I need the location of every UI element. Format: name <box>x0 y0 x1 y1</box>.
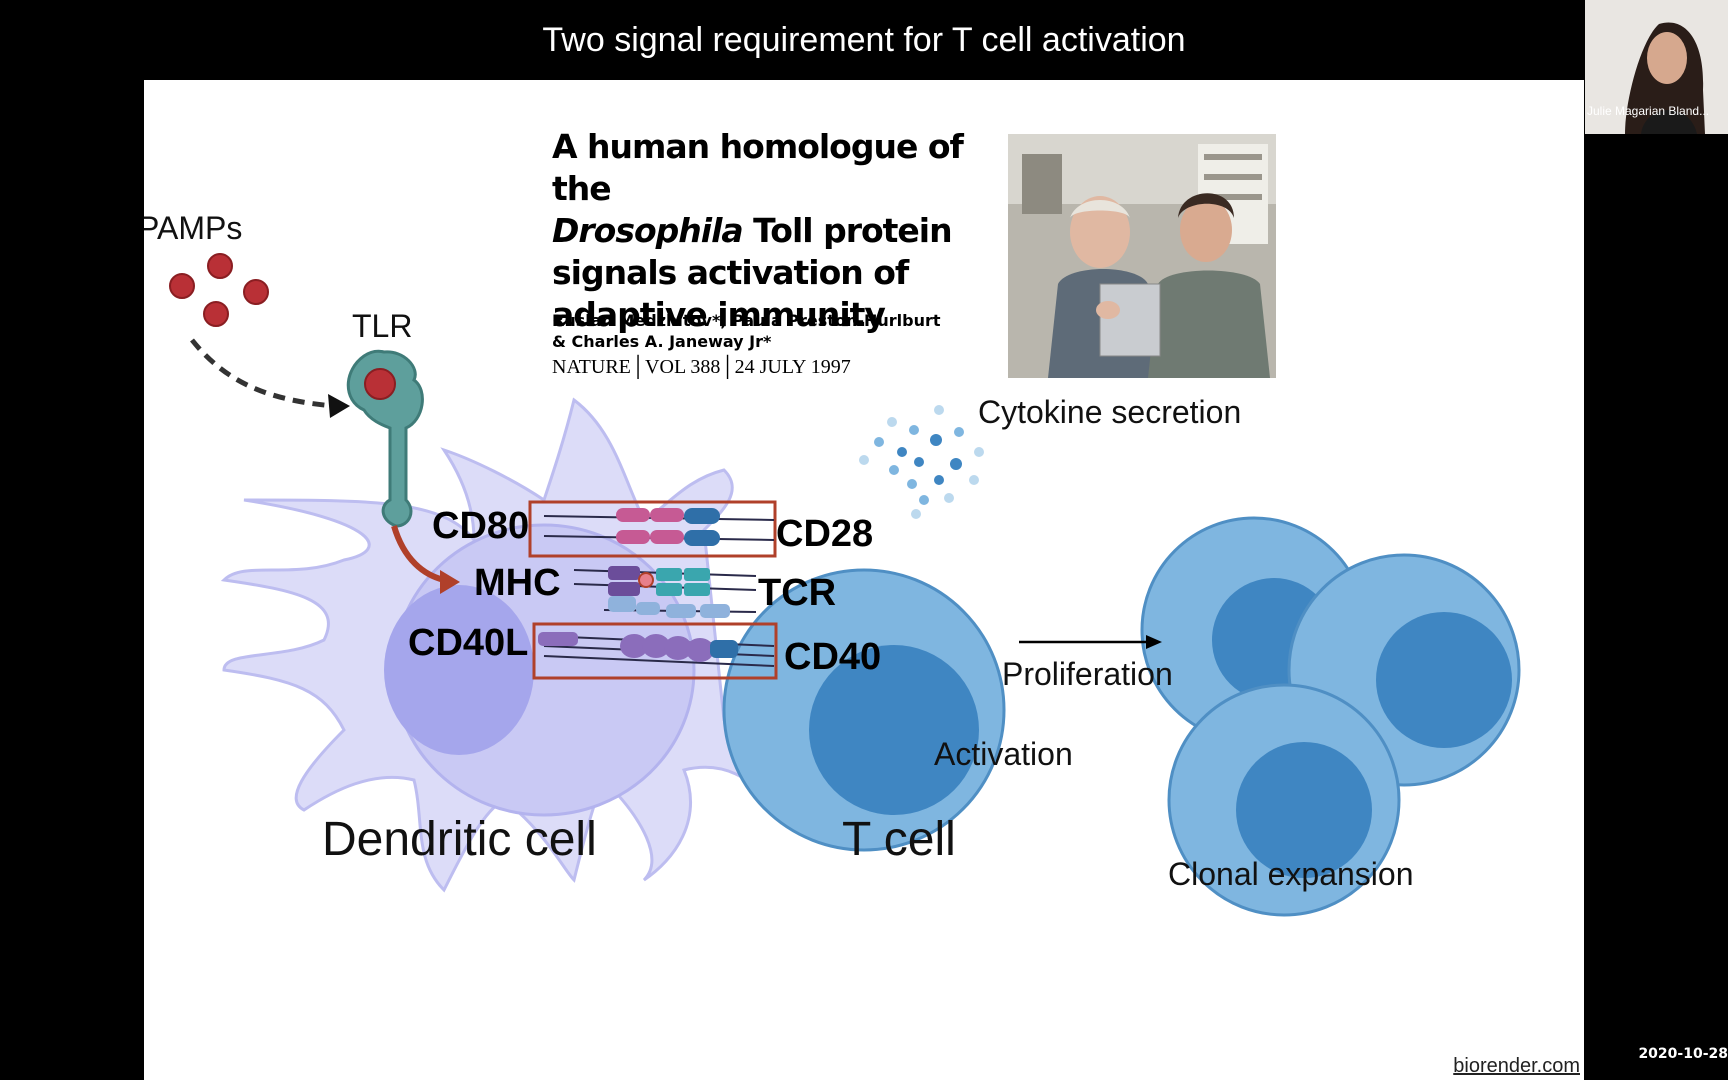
paper-title-line-2-rest: Toll protein <box>742 211 952 250</box>
cytokine-label: Cytokine secretion <box>978 394 1242 430</box>
speaker-video-tile[interactable]: Julie Magarian Bland... <box>1585 0 1728 134</box>
authors-photo <box>1008 134 1276 378</box>
tlr-signal-arrow <box>391 525 445 583</box>
diagram-graphic <box>169 253 1521 917</box>
dendritic-cell-label: Dendritic cell <box>322 813 597 866</box>
paper-title-italic: Drosophila <box>552 211 744 250</box>
pamp-to-tlr-arrow <box>190 338 335 409</box>
dendritic-cell <box>220 397 766 893</box>
cd40l-cd40-complex <box>532 622 778 680</box>
paper-authors-line-1: Ruslan Medzhitov*, Paula Preston-Hurlbur… <box>552 311 941 330</box>
pamp-particles <box>169 253 269 327</box>
biorender-credit-link[interactable]: biorender.com <box>1453 1055 1580 1077</box>
t-cell <box>722 568 1006 852</box>
paper-title-line-3: signals activation of <box>552 253 909 292</box>
cd40-label: CD40 <box>784 636 882 678</box>
tlr-receptor <box>346 349 424 528</box>
timestamp: 2020-10-28 <box>1638 1046 1728 1062</box>
slide-title: Two signal requirement for T cell activa… <box>542 21 1186 59</box>
speaker-avatar <box>1585 0 1728 134</box>
cd80-label: CD80 <box>432 505 530 547</box>
pamps-label: PAMPs <box>144 210 243 246</box>
cd28-label: CD28 <box>776 513 874 555</box>
activation-label: Activation <box>934 736 1073 772</box>
cd80-cd28-complex <box>528 500 777 558</box>
cytokine-dots <box>859 405 984 519</box>
speaker-name: Julie Magarian Bland... <box>1587 104 1710 118</box>
t-cell-label: T cell <box>842 813 956 866</box>
tlr-label: TLR <box>352 308 413 344</box>
proliferation-label: Proliferation <box>1002 656 1173 692</box>
paper-title-line-1: A human homologue of the <box>552 127 964 208</box>
paper-authors: Ruslan Medzhitov*, Paula Preston-Hurlbur… <box>552 310 1022 352</box>
paper-citation: NATURE│VOL 388│24 JULY 1997 <box>552 356 851 378</box>
mhc-label: MHC <box>474 562 561 604</box>
slide-canvas: A human homologue of the Drosophila Toll… <box>144 80 1584 1080</box>
paper-title-line-4: adaptive immunity <box>552 295 886 334</box>
clonal-expansion-cells <box>1140 516 1521 917</box>
clonal-expansion-label: Clonal expansion <box>1168 856 1414 892</box>
proliferation-arrow <box>1019 635 1162 649</box>
paper-title: A human homologue of the Drosophila Toll… <box>552 126 1022 336</box>
mhc-tcr-complex <box>573 566 757 618</box>
paper-authors-line-2: & Charles A. Janeway Jr* <box>552 332 772 351</box>
tcr-label: TCR <box>758 572 837 614</box>
cd40l-label: CD40L <box>408 622 529 664</box>
paper-title-line-2: Drosophila Toll protein <box>552 210 1022 252</box>
